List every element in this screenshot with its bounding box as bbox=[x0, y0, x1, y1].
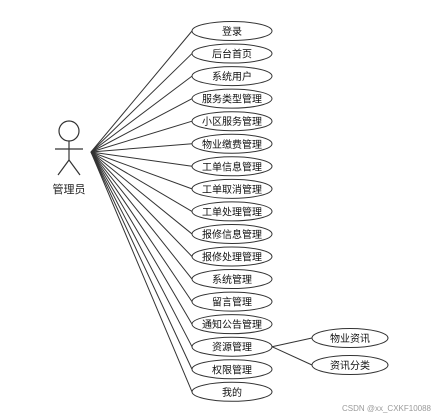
actor-head bbox=[58, 120, 80, 142]
connector-line bbox=[90, 151, 193, 302]
use-case-ellipse bbox=[191, 178, 273, 199]
use-case-label: 资源管理 bbox=[212, 341, 252, 354]
use-case-ellipse bbox=[191, 66, 273, 87]
use-case-label: 登录 bbox=[222, 25, 242, 38]
actor-admin: 管理员 bbox=[53, 120, 86, 196]
use-case-label: 工单信息管理 bbox=[202, 160, 262, 173]
use-case-ellipse bbox=[191, 359, 273, 380]
use-case-ellipse bbox=[191, 291, 273, 312]
actor-left-leg bbox=[57, 159, 70, 176]
use-case-label: 小区服务管理 bbox=[202, 115, 262, 128]
connector-line bbox=[90, 151, 193, 392]
connector-line bbox=[90, 151, 193, 167]
connector-line bbox=[90, 151, 193, 325]
sub-use-case-label: 资讯分类 bbox=[330, 359, 370, 372]
use-case-ellipse bbox=[191, 223, 273, 244]
connector-line bbox=[90, 151, 193, 235]
use-case-label: 报修处理管理 bbox=[202, 251, 262, 264]
use-case-ellipse bbox=[191, 21, 273, 41]
actor-right-leg bbox=[68, 159, 81, 176]
sub-use-case-label: 物业资讯 bbox=[330, 332, 370, 345]
use-case-label: 工单处理管理 bbox=[202, 205, 262, 218]
sub-connector-line bbox=[271, 346, 313, 366]
use-case-ellipse bbox=[191, 336, 273, 357]
connector-line bbox=[90, 120, 193, 153]
use-case-ellipse bbox=[191, 201, 273, 222]
connector-line bbox=[90, 151, 193, 190]
actor-label: 管理员 bbox=[53, 182, 86, 196]
use-case-ellipse bbox=[191, 43, 273, 64]
use-case-ellipse bbox=[191, 269, 273, 290]
use-case-label: 报修信息管理 bbox=[202, 228, 262, 241]
use-case-ellipse bbox=[191, 314, 273, 335]
connector-line bbox=[90, 53, 193, 153]
use-case-label: 权限管理 bbox=[212, 363, 252, 376]
connector-line bbox=[90, 143, 193, 153]
connector-line bbox=[90, 151, 193, 257]
use-case-label: 我的 bbox=[222, 386, 242, 399]
connector-line bbox=[90, 75, 193, 153]
use-case-ellipse bbox=[191, 111, 273, 132]
sub-connector-line bbox=[271, 337, 313, 348]
use-case-label: 后台首页 bbox=[212, 48, 252, 61]
sub-use-case-ellipse bbox=[311, 328, 389, 348]
use-case-label: 留言管理 bbox=[212, 296, 252, 309]
use-case-ellipse bbox=[191, 156, 273, 177]
sub-use-case-ellipse bbox=[311, 355, 389, 375]
use-case-ellipse bbox=[191, 88, 273, 109]
use-case-list: 登录后台首页系统用户服务类型管理小区服务管理物业缴费管理工单信息管理工单取消管理… bbox=[191, 21, 273, 402]
use-case-label: 系统用户 bbox=[212, 70, 252, 83]
use-case-ellipse bbox=[191, 246, 273, 267]
connector-line bbox=[90, 151, 193, 280]
use-case-label: 服务类型管理 bbox=[202, 93, 262, 106]
connector-line bbox=[90, 151, 193, 347]
connector-line bbox=[90, 151, 193, 370]
watermark: CSDN @xx_CXKF10088 bbox=[341, 404, 431, 413]
connector-line bbox=[90, 30, 193, 153]
use-case-label: 物业缴费管理 bbox=[202, 138, 262, 151]
use-case-ellipse bbox=[191, 133, 273, 154]
use-case-label: 工单取消管理 bbox=[202, 183, 262, 196]
connector-line bbox=[90, 98, 193, 153]
use-case-label: 系统管理 bbox=[212, 273, 252, 286]
use-case-ellipse bbox=[191, 381, 273, 402]
connector-lines bbox=[90, 30, 313, 392]
use-case-label: 通知公告管理 bbox=[202, 318, 262, 331]
connector-line bbox=[90, 151, 193, 212]
